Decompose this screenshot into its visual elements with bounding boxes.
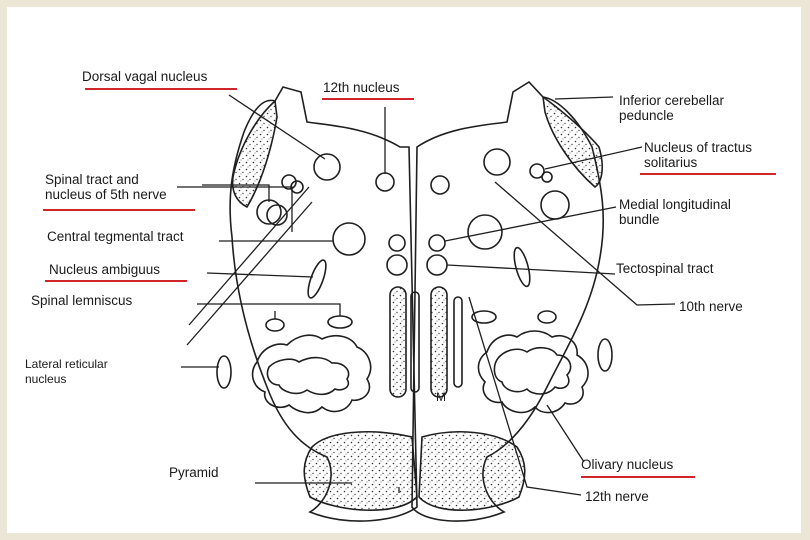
right-inner-stripe — [453, 296, 463, 388]
left-nucleus-ambiguus — [307, 259, 327, 299]
underline-nucleus-tractus-solitarius — [640, 173, 776, 175]
left-inner-stripe — [410, 291, 420, 393]
left-olivary-nucleus — [251, 334, 372, 414]
right-tectospinal-circle — [426, 254, 448, 276]
label-12th-nucleus: 12th nucleus — [323, 80, 400, 95]
label-dorsal-vagal-nucleus: Dorsal vagal nucleus — [82, 69, 208, 84]
label-central-tegmental-tract: Central tegmental tract — [47, 229, 184, 244]
diagram-frame: Dorsal vagal nucleus 12th nucleus Spinal… — [7, 7, 801, 533]
underline-12th-nucleus — [322, 98, 414, 100]
left-central-tegmental-circle — [332, 222, 366, 256]
left-dorsal-vagal-circle — [313, 153, 341, 181]
right-dorsal-vagal-circle — [483, 148, 511, 176]
left-cerebellar-peduncle — [231, 99, 278, 209]
label-10th-nerve: 10th nerve — [679, 299, 743, 314]
left-medial-lemniscus — [389, 286, 407, 398]
right-pyramid — [418, 431, 526, 511]
label-nucleus-ambiguus: Nucleus ambiguus — [49, 262, 161, 277]
medulla-diagram — [177, 80, 676, 522]
label-inferior-cerebellar-peduncle: Inferior cerebellar peduncle — [619, 93, 725, 123]
underline-olivary-nucleus — [581, 476, 695, 478]
left-pyramid — [303, 431, 418, 511]
label-olivary-nucleus: Olivary nucleus — [581, 457, 674, 472]
label-lateral-reticular-nucleus: Lateral reticular nucleus — [25, 357, 108, 386]
right-cerebellar-peduncle — [541, 95, 604, 189]
right-mlf-circle — [428, 234, 446, 252]
right-medial-lemniscus — [430, 286, 448, 398]
label-midline-m: M — [436, 390, 446, 404]
right-nucleus-ambiguus — [513, 246, 531, 288]
right-olivary-nucleus — [477, 330, 589, 414]
underline-dorsal-vagal — [85, 88, 237, 90]
label-tectospinal-tract: Tectospinal tract — [616, 261, 714, 276]
underline-nucleus-ambiguus — [45, 280, 187, 282]
right-solitarius-circle — [540, 190, 570, 220]
right-12th-nucleus-circle — [430, 175, 450, 195]
label-pyramid: Pyramid — [169, 465, 219, 480]
label-medial-longitudinal-bundle: Medial longitudinal bundle — [619, 197, 731, 227]
left-12th-nucleus-circle — [375, 172, 395, 192]
right-lateral-reticular — [597, 338, 613, 372]
label-spinal-tract-5th: Spinal tract and nucleus of 5th nerve — [45, 172, 167, 202]
label-12th-nerve: 12th nerve — [585, 489, 649, 504]
label-spinal-lemniscus: Spinal lemniscus — [31, 293, 133, 308]
left-lateral-reticular — [216, 355, 232, 389]
label-nucleus-tractus-solitarius: Nucleus of tractus solitarius — [644, 140, 753, 170]
underline-spinal-tract-5th — [43, 209, 195, 211]
right-central-tegmental-circle — [467, 214, 503, 250]
